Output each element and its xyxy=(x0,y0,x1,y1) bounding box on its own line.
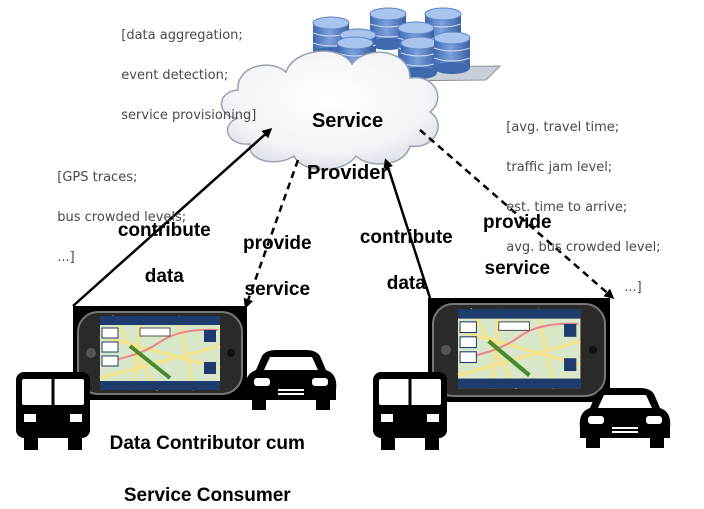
left-provide-arrow xyxy=(243,159,300,309)
right-contribute-line1: contribute xyxy=(359,227,453,248)
right-contribute-line2: data xyxy=(386,273,426,294)
left-provide-line1: provide xyxy=(242,233,312,254)
right-output-line: avg. bus crowded level; xyxy=(506,240,661,255)
provider-line2: Provider xyxy=(306,162,389,184)
right-output-line: est. time to arrive; xyxy=(506,200,628,215)
bus-icon xyxy=(14,370,92,452)
right-contribute-arrow xyxy=(383,158,432,299)
left-contribute-line1: contribute xyxy=(117,220,211,241)
caption-line2: Service Consumer xyxy=(123,485,291,506)
left-contribute-arrow xyxy=(72,128,273,307)
left-contribute-line2: data xyxy=(144,266,184,287)
consumer-caption: Data Contributor cum Service Consumer xyxy=(84,405,320,509)
diagram-stage: Service Provider [data aggregation; even… xyxy=(14,6,672,506)
smartphone-icon xyxy=(73,306,247,400)
right-output-line: traffic jam level; xyxy=(506,160,613,175)
diagram-canvas xyxy=(14,7,672,452)
provider-tasks-note: [data aggregation; event detection; serv… xyxy=(113,6,256,126)
right-output-line: ...] xyxy=(624,280,642,295)
caption-line1: Data Contributor cum xyxy=(109,433,305,454)
provider-line1: Service xyxy=(311,110,384,132)
car-icon xyxy=(244,349,338,411)
provider-task-line: event detection; xyxy=(121,68,229,83)
left-input-line: bus crowded levels; xyxy=(57,210,187,225)
right-provide-line2: service xyxy=(484,258,551,279)
right-provide-label: provide service xyxy=(464,188,560,280)
right-output-line: [avg. travel time; xyxy=(506,120,620,135)
left-contribute-label: contribute data xyxy=(104,196,214,288)
provider-task-line: [data aggregation; xyxy=(121,28,243,43)
smartphone-icon xyxy=(428,298,610,402)
provider-label: Service Provider xyxy=(282,82,402,186)
right-contribute-label: contribute data xyxy=(346,203,456,295)
right-outputs-note: [avg. travel time; traffic jam level; es… xyxy=(498,98,661,298)
left-inputs-note: [GPS traces; bus crowded levels; ...] xyxy=(49,148,186,268)
left-input-line: [GPS traces; xyxy=(57,170,138,185)
left-input-line: ...] xyxy=(57,250,75,265)
left-provide-label: provide service xyxy=(224,209,320,301)
provider-task-line: service provisioning] xyxy=(121,108,257,123)
right-provide-arrow xyxy=(419,129,615,299)
right-provide-line1: provide xyxy=(482,212,552,233)
bus-icon xyxy=(371,370,449,452)
left-provide-line2: service xyxy=(244,279,311,300)
cloud-icon xyxy=(220,50,439,171)
